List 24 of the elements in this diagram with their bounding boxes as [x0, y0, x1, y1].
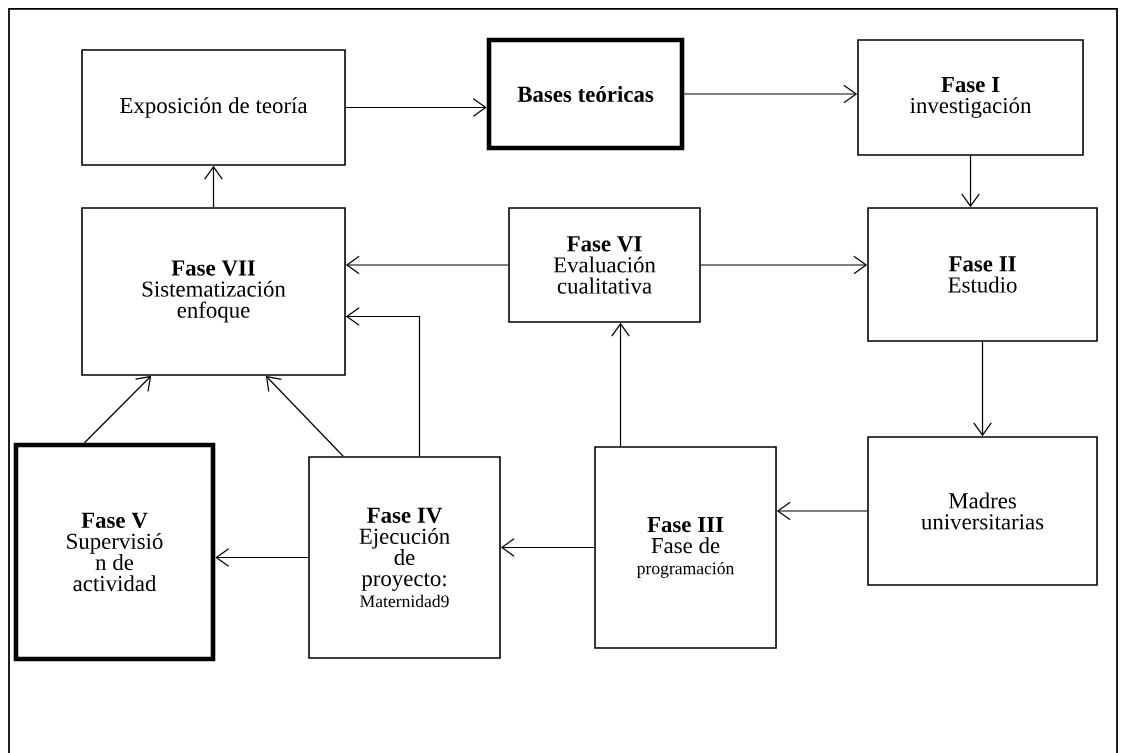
process-box: Fase II Estudio — [867, 207, 1098, 342]
arrow — [961, 155, 980, 208]
process-box: Bases teóricas — [486, 37, 685, 151]
process-box: Fase VII Sistematización enfoque — [81, 207, 346, 376]
arrow — [265, 375, 344, 457]
arrow — [204, 165, 223, 208]
arrow — [345, 307, 421, 457]
arrow — [345, 255, 509, 275]
process-box: Fase VI Evaluación cualitativa — [508, 207, 701, 323]
process-box: Fase III Fase de programación — [594, 446, 777, 649]
arrow — [215, 548, 309, 567]
process-box: Exposición de teoría — [81, 49, 346, 166]
arrow — [683, 84, 858, 104]
arrow — [83, 375, 152, 444]
arrow — [500, 538, 595, 557]
arrow — [700, 255, 868, 275]
process-box: Madres universitarias — [867, 436, 1098, 586]
process-box: Fase V Supervisió n de actividad — [13, 442, 216, 662]
arrow — [611, 322, 630, 447]
arrow — [973, 341, 992, 437]
process-box: Fase IV Ejecución de proyecto: Maternidad9 — [308, 456, 501, 659]
arrow — [345, 98, 487, 117]
arrow — [776, 501, 868, 521]
process-box: Fase I investigación — [857, 39, 1084, 156]
